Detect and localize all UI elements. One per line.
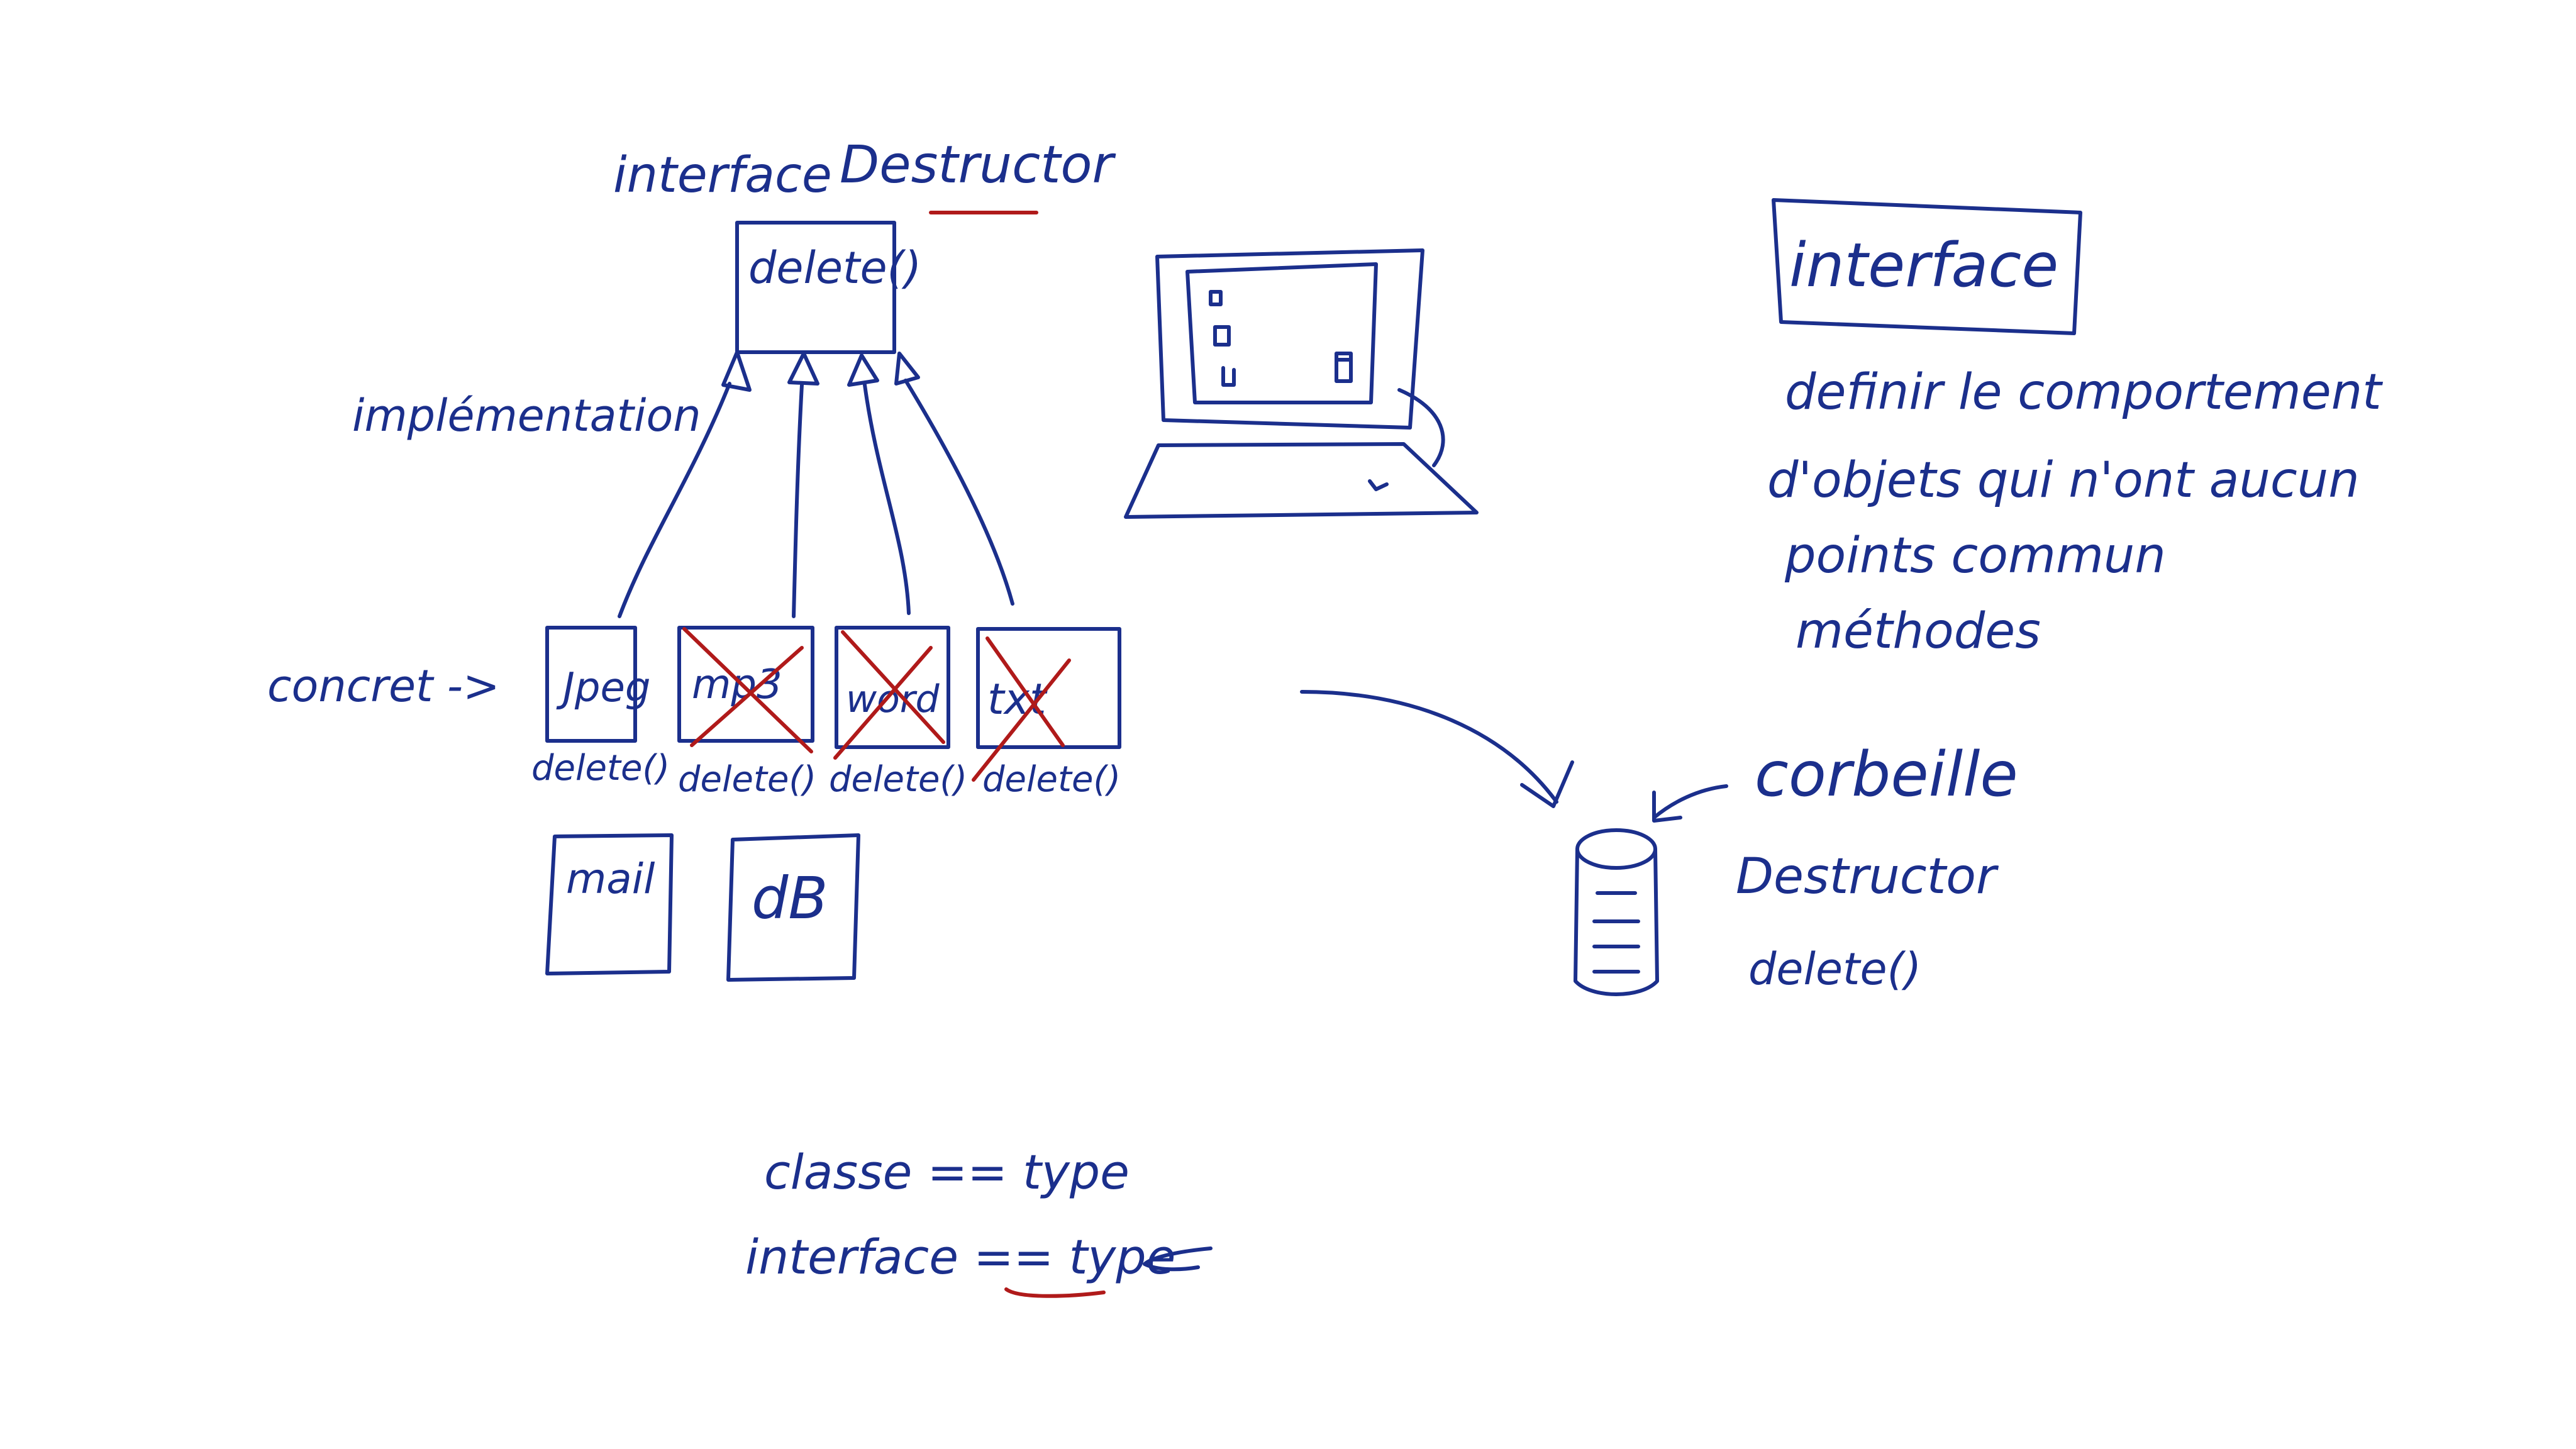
- arrow-to-trash: [1300, 690, 1558, 804]
- interface-destructor: interface Destructor delete(): [613, 135, 1116, 354]
- class-box: [976, 627, 1121, 749]
- concrete-label: concret ->: [267, 660, 500, 712]
- concrete-class-mp3: mp3 delete(): [677, 626, 816, 800]
- cross-mark: [833, 630, 945, 760]
- concrete-class-jpeg: Jpeg delete(): [531, 626, 670, 789]
- trash-label-arrow-head: [1652, 791, 1682, 823]
- class-name: word: [846, 677, 940, 721]
- arrow-jpeg: [618, 382, 731, 618]
- class-name: Jpeg: [556, 665, 651, 711]
- concrete-class-word: word delete(): [829, 626, 967, 800]
- trash-type: Destructor: [1736, 848, 1999, 905]
- trash-body: [1574, 847, 1659, 996]
- class-method: delete(): [531, 748, 670, 789]
- desktop-trash-icon: [1335, 352, 1353, 383]
- class-method: delete(): [678, 759, 816, 800]
- concrete-class-txt: txt delete(): [972, 627, 1121, 800]
- class-mail: mail: [545, 833, 674, 975]
- arrow-head-mp3: [787, 352, 819, 386]
- type-underline: [1004, 1287, 1106, 1298]
- class-box: [835, 626, 950, 749]
- trash-lines: [1592, 891, 1640, 974]
- desktop-icon-3: [1221, 366, 1236, 387]
- interface-definition: interface definir le comportement d'obje…: [1767, 198, 2383, 660]
- arrow-to-trash-head: [1520, 760, 1574, 808]
- interface-method: delete(): [748, 242, 921, 294]
- cross-mark: [972, 636, 1071, 782]
- monitor-outline: [1155, 248, 1424, 430]
- desktop-icon-1: [1209, 290, 1223, 306]
- equivalence-classe: classe == type: [764, 1144, 1130, 1200]
- arrow-head-txt: [894, 352, 920, 386]
- interface-box: [735, 221, 896, 354]
- arrow-word: [863, 383, 911, 615]
- class-name: dB: [752, 865, 828, 932]
- definition-line-3: points commun: [1784, 528, 2166, 584]
- interface-name: Destructor: [840, 135, 1116, 195]
- definition-line-4: méthodes: [1796, 603, 2041, 660]
- mouse-cable: [1397, 388, 1445, 467]
- class-box: [726, 833, 860, 982]
- trash-method: delete(): [1748, 943, 1921, 995]
- implementation-arrows: [618, 350, 1014, 618]
- trash-label: corbeille: [1755, 739, 2018, 811]
- keyboard-cursor: [1368, 479, 1389, 491]
- interface-keyword: interface: [613, 147, 832, 204]
- class-method: delete(): [982, 759, 1121, 800]
- class-name: mp3: [692, 662, 782, 708]
- class-box: [545, 833, 674, 975]
- arrow-txt: [904, 379, 1014, 606]
- trash-lid: [1575, 828, 1657, 870]
- definition-line-2: d'objets qui n'ont aucun: [1767, 452, 2360, 509]
- trash-icon: [1574, 828, 1659, 996]
- computer-icon: [1124, 248, 1479, 519]
- cross-mark: [682, 627, 813, 753]
- class-method: delete(): [829, 759, 967, 800]
- desktop-icon-2: [1213, 325, 1231, 347]
- arrow-head-word: [847, 353, 879, 387]
- monitor-screen: [1185, 262, 1378, 404]
- class-name: mail: [566, 855, 655, 903]
- arrow-head-jpeg: [721, 350, 752, 392]
- class-db: dB: [726, 833, 860, 982]
- definition-line-1: definir le comportement: [1785, 364, 2383, 421]
- definition-heading-box: [1772, 198, 2082, 335]
- trash-label-arrow: [1652, 784, 1728, 819]
- class-box: [677, 626, 814, 743]
- keyboard-outline: [1124, 442, 1479, 519]
- pointer-arrow: [1143, 1246, 1213, 1272]
- arrow-mp3: [792, 383, 804, 618]
- definition-heading: interface: [1789, 230, 2058, 301]
- equivalence-interface: interface == type: [745, 1229, 1175, 1285]
- class-box: [545, 626, 637, 743]
- implementation-label: implémentation: [352, 390, 701, 441]
